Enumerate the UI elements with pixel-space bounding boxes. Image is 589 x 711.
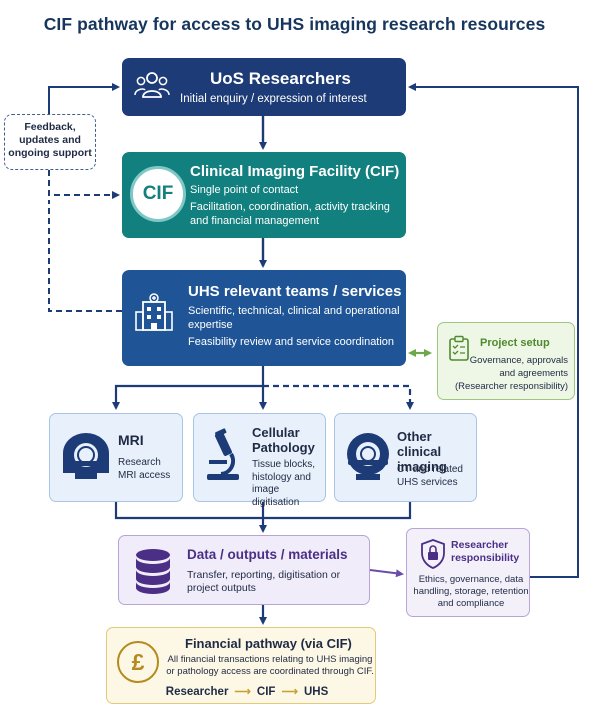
other-imaging-card: Other clinical imaging CT and related UH… — [334, 413, 477, 502]
project-setup-box: Project setup Governance, approvals and … — [437, 322, 575, 400]
uos-title: UoS Researchers — [210, 69, 351, 88]
hospital-icon — [134, 292, 174, 337]
ct-scanner-icon — [342, 430, 394, 487]
mri-scanner-icon — [59, 431, 113, 488]
financial-text: All financial transactions relating to U… — [166, 654, 374, 677]
feedback-text: Feedback, updates and ongoing support — [8, 121, 92, 159]
other-imaging-title: Other clinical imaging — [397, 429, 447, 474]
uhs-line: Feasibility review and service coordinat… — [188, 336, 395, 348]
pathology-title: Cellular Pathology — [252, 425, 315, 455]
mri-subtitle: Research MRI access — [118, 457, 171, 481]
cif-line: Single point of contact — [190, 184, 299, 196]
uos-subtitle: Initial enquiry / expression of interest — [180, 93, 367, 105]
arrow-feedback-uos — [48, 83, 120, 114]
responsibility-title: Researcher responsibility — [451, 539, 520, 564]
financial-title: Financial pathway (via CIF) — [185, 636, 352, 651]
financial-pathway-box: £ Financial pathway (via CIF) All financ… — [106, 627, 376, 704]
data-outputs-box: Data / outputs / materials Transfer, rep… — [118, 535, 370, 605]
arrow-data-responsibility — [369, 569, 404, 578]
arrow-responsibility-loop — [408, 83, 579, 578]
cif-title: Clinical Imaging Facility (CIF) — [190, 163, 400, 180]
microscope-icon — [201, 428, 247, 489]
data-title: Data / outputs / materials — [187, 547, 348, 562]
mri-title: MRI — [118, 432, 144, 448]
uos-researchers-box: UoS Researchers Initial enquiry / expres… — [122, 58, 406, 116]
dashed-feedback-cif — [48, 170, 120, 199]
flow-arrow-icon: ⟶ — [281, 686, 298, 698]
flow-cif: CIF — [256, 686, 276, 698]
researcher-responsibility-box: Researcher responsibility Ethics, govern… — [406, 528, 530, 617]
diagram-title: CIF pathway for access to UHS imaging re… — [43, 14, 546, 34]
project-setup-text: Governance, approvals and agreements (Re… — [455, 355, 568, 392]
cif-badge-icon: CIF — [130, 166, 186, 222]
cellular-pathology-card: Cellular Pathology Tissue blocks, histol… — [193, 413, 326, 508]
flow-uhs: UHS — [303, 686, 329, 698]
people-icon — [134, 69, 170, 106]
uhs-title: UHS relevant teams / services — [188, 283, 402, 300]
dashed-uhs-feedback — [48, 200, 122, 312]
cif-box: CIF Clinical Imaging Facility (CIF) Sing… — [122, 152, 406, 238]
clipboard-icon — [448, 335, 470, 366]
database-icon — [133, 548, 173, 599]
padlock-shield-icon — [420, 539, 446, 574]
financial-flow: Researcher ⟶ CIF ⟶ UHS — [147, 684, 347, 698]
data-text: Transfer, reporting, digitisation or pro… — [187, 569, 341, 594]
pound-icon: £ — [117, 641, 159, 683]
dashed-to-other — [263, 384, 414, 410]
other-imaging-subtitle: CT and related UHS services — [397, 464, 463, 488]
mri-card: MRI Research MRI access — [49, 413, 183, 502]
uhs-teams-box: UHS relevant teams / services Scientific… — [122, 270, 406, 366]
flow-arrow-icon: ⟶ — [234, 686, 251, 698]
uhs-line: Scientific, technical, clinical and oper… — [188, 305, 400, 331]
cif-line: Facilitation, coordination, activity tra… — [190, 201, 390, 227]
flow-researcher: Researcher — [165, 686, 229, 698]
pathology-subtitle: Tissue blocks, histology and image digit… — [252, 459, 315, 508]
project-setup-title: Project setup — [480, 337, 550, 349]
feedback-box: Feedback, updates and ongoing support — [4, 114, 96, 170]
responsibility-text: Ethics, governance, data handling, stora… — [413, 574, 529, 609]
arrow-to-mri — [112, 384, 263, 410]
